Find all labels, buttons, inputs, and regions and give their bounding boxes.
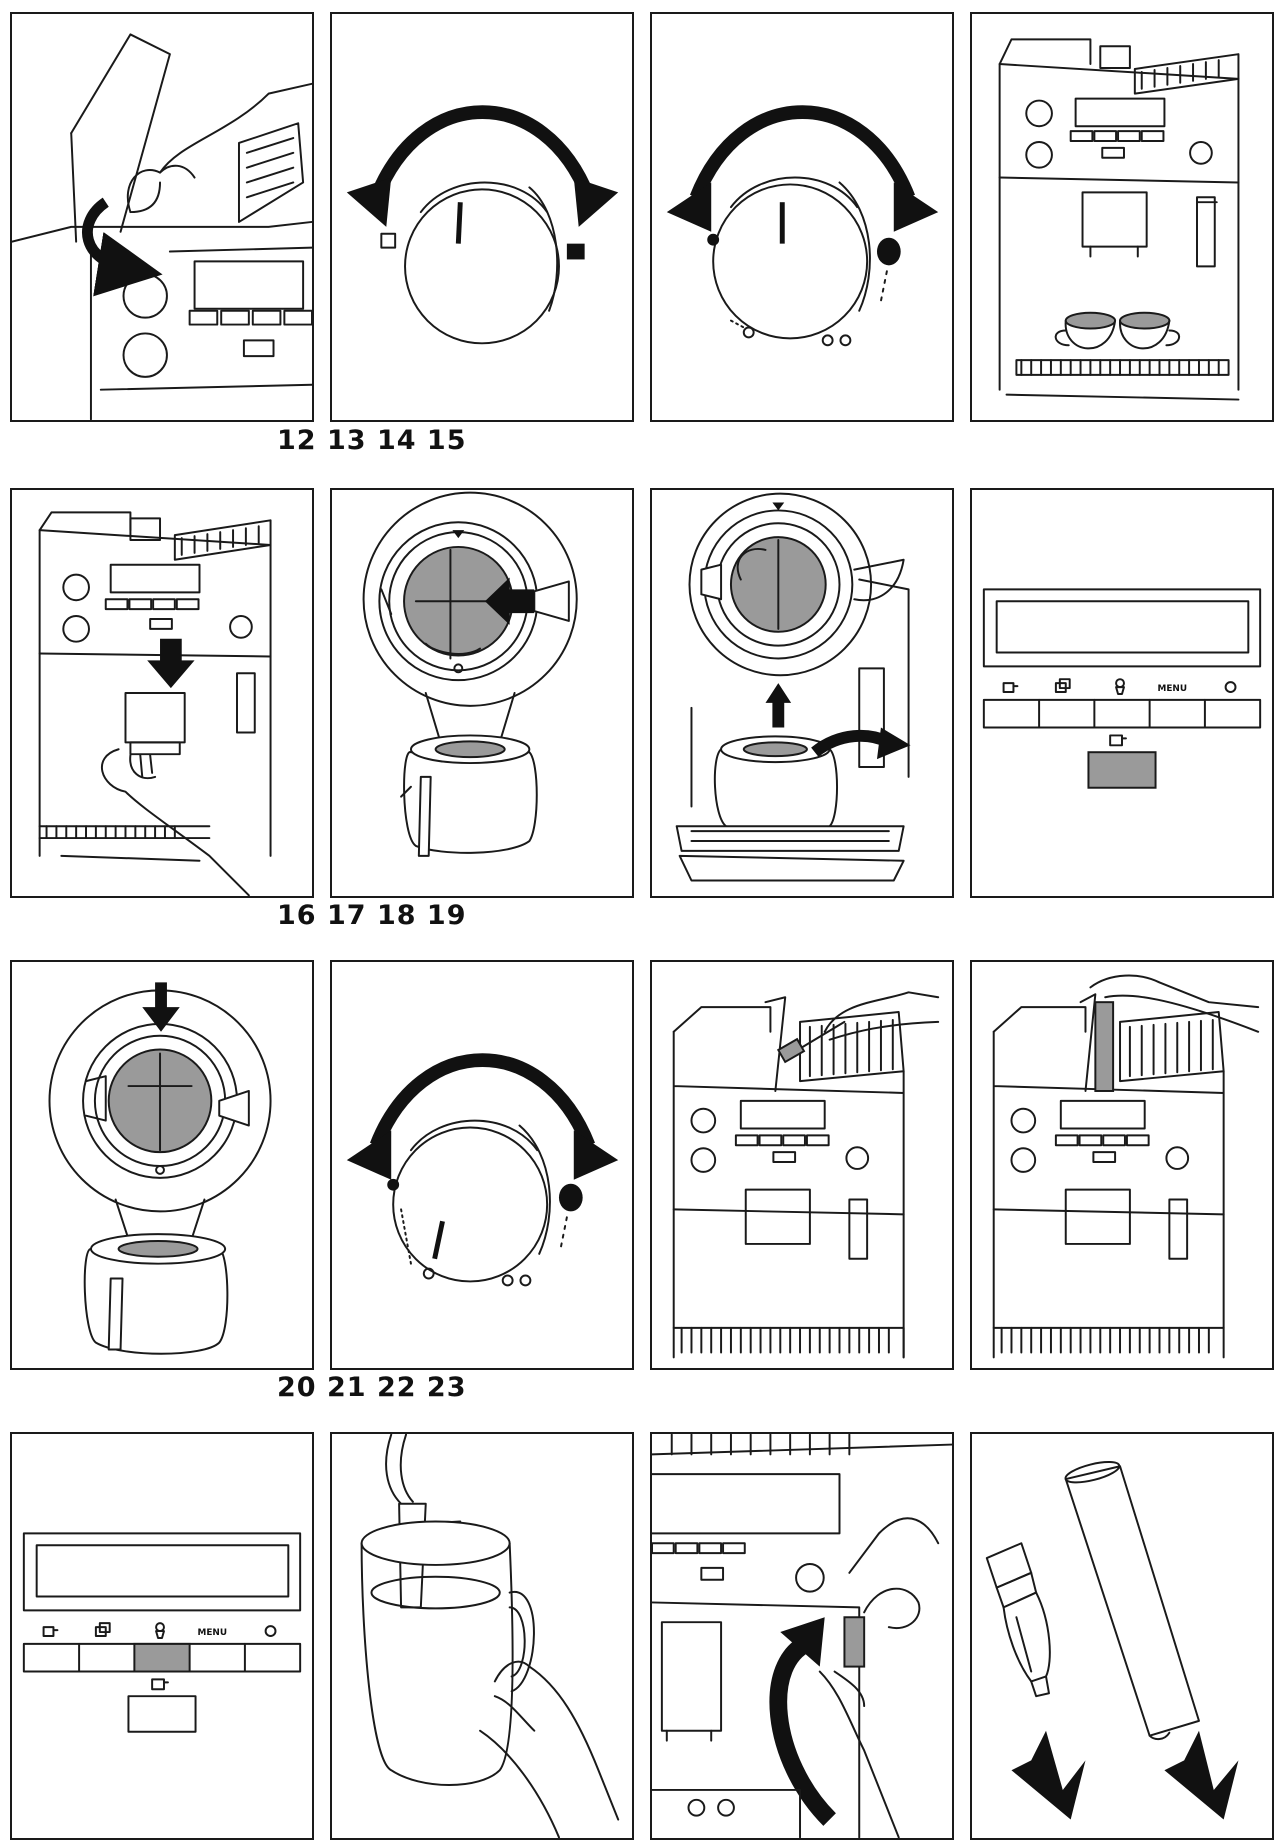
illustration-frother-parts bbox=[970, 1432, 1274, 1840]
illustration-carafe-lid-press bbox=[10, 960, 314, 1370]
illustration-display-milk-button: MENU bbox=[10, 1432, 314, 1840]
illustration-machine-two-cups bbox=[970, 12, 1274, 422]
illustration-milk-jug bbox=[330, 1432, 634, 1840]
illustration-remove-spout bbox=[10, 488, 314, 898]
illustration-display-panel-button: MENU bbox=[970, 488, 1274, 898]
illustration-open-lid bbox=[10, 12, 314, 422]
illustration-knob-strength-adjust bbox=[330, 960, 634, 1370]
row-label-1: 12 13 14 15 bbox=[277, 425, 467, 456]
menu-label-2: MENU bbox=[198, 1628, 228, 1638]
illustration-frother-rotate bbox=[650, 1432, 954, 1840]
illustration-knob-cup-selector bbox=[330, 12, 634, 422]
illustration-carafe-lid-detail bbox=[330, 488, 634, 898]
illustration-knob-strength-selector bbox=[650, 12, 954, 422]
row-label-2: 16 17 18 19 bbox=[277, 900, 467, 931]
menu-label: MENU bbox=[1158, 684, 1188, 694]
illustration-clean-insert bbox=[970, 960, 1274, 1370]
row-label-3: 20 21 22 23 bbox=[277, 1372, 467, 1403]
illustration-carafe-insert bbox=[650, 488, 954, 898]
illustration-clean-brush bbox=[650, 960, 954, 1370]
